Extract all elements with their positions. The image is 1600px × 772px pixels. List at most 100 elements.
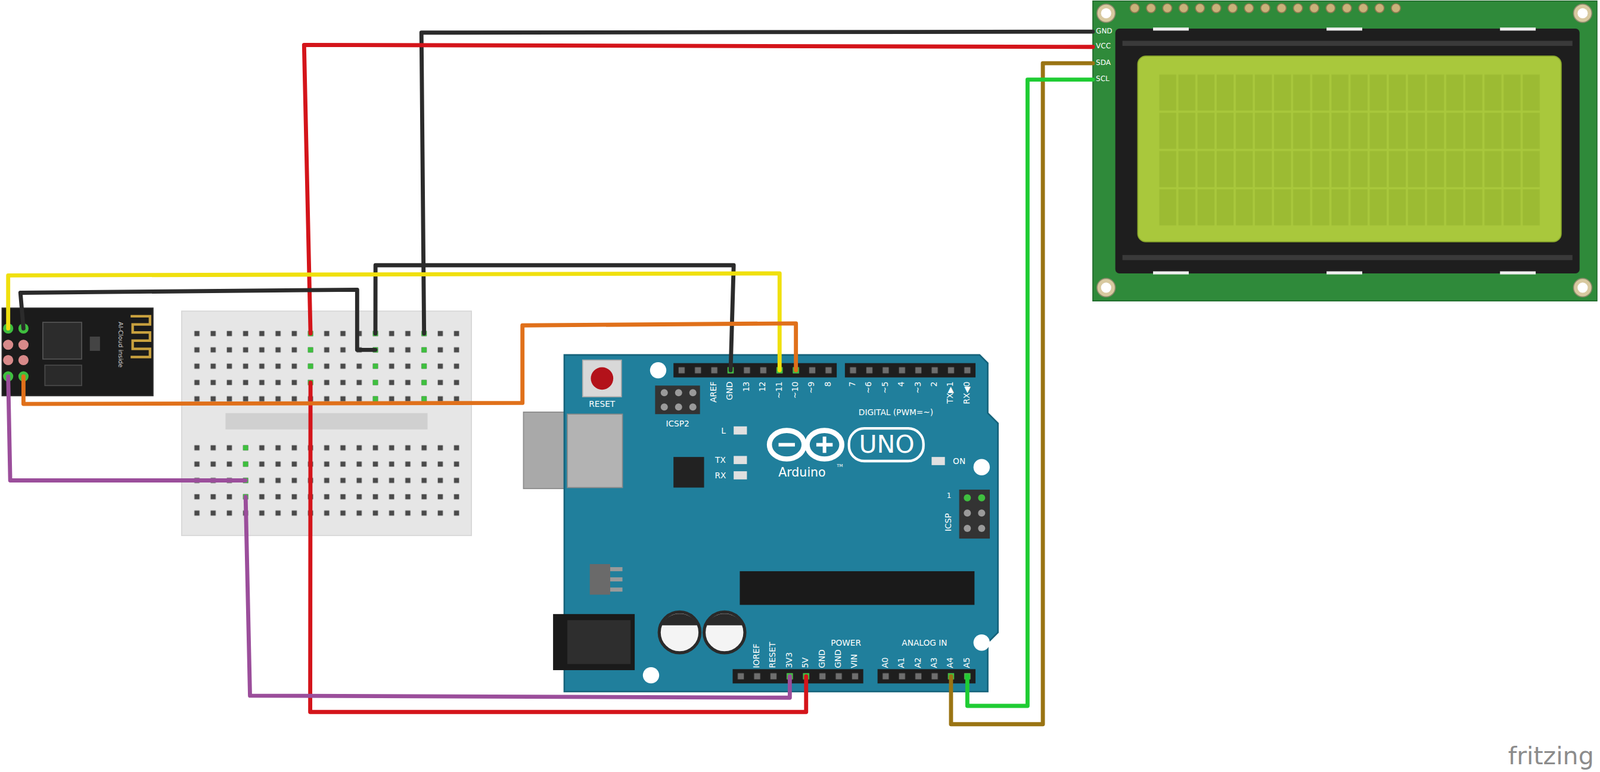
pin xyxy=(977,524,986,533)
part-text: GND xyxy=(1095,28,1113,36)
pin-label: TX xyxy=(715,457,726,466)
pin-label: ICSP xyxy=(945,513,954,532)
hole-lit xyxy=(308,347,314,353)
pin-label: A4 xyxy=(946,657,956,669)
pin-label: RESET xyxy=(588,401,615,410)
arduino-logo xyxy=(769,430,804,460)
connected-holes xyxy=(243,331,427,500)
mounting-hole xyxy=(1573,4,1592,23)
pin-label: ~6 xyxy=(865,381,874,394)
pin xyxy=(963,509,971,517)
pin xyxy=(1309,3,1319,13)
esp-chip xyxy=(42,322,82,360)
regulator xyxy=(589,564,611,595)
arduino-board xyxy=(564,355,999,692)
pin xyxy=(1293,3,1303,13)
pin xyxy=(1195,3,1205,13)
pin-label: L xyxy=(721,427,726,436)
mounting-hole xyxy=(973,459,990,476)
wire xyxy=(245,496,790,698)
pin xyxy=(675,403,683,411)
pin-label: TM xyxy=(836,464,843,469)
mounting-hole xyxy=(1577,282,1588,293)
wire xyxy=(20,289,376,350)
hole-lit xyxy=(373,396,379,402)
bezel-mark xyxy=(1499,27,1536,31)
pin xyxy=(660,403,669,411)
arduino-logo xyxy=(806,430,842,460)
bezel-mark xyxy=(1499,271,1536,275)
pin-label: RX◀0 xyxy=(962,381,972,405)
pin xyxy=(1244,3,1254,13)
pin xyxy=(1358,3,1368,13)
pin xyxy=(1129,3,1139,13)
pin-label: ~10 xyxy=(791,381,801,399)
pin-label: ~3 xyxy=(914,381,923,394)
pin-label: RX xyxy=(714,472,726,481)
pin xyxy=(660,389,669,397)
usb-chip xyxy=(673,457,704,488)
digital-header-pins xyxy=(673,363,837,378)
usb-connector xyxy=(523,412,623,489)
pin-label: GND xyxy=(818,649,827,669)
pin-label: A3 xyxy=(930,657,940,669)
pin-label: 7 xyxy=(849,381,858,387)
esp-pin xyxy=(18,339,29,350)
pin xyxy=(689,403,697,411)
part-module: GNDVCCSDASCL xyxy=(1092,0,1598,301)
pin-label: A5 xyxy=(962,657,972,669)
pin xyxy=(1391,3,1401,13)
led xyxy=(733,426,747,436)
dc-jack xyxy=(552,614,635,671)
wire xyxy=(310,382,807,713)
arduino-uno xyxy=(523,355,998,692)
part-module: AI-Cloud inside xyxy=(1,308,169,396)
wire xyxy=(303,44,1093,334)
lcd-bezel-bar xyxy=(1122,40,1573,46)
icsp-header xyxy=(959,489,990,539)
bezel-mark xyxy=(1326,271,1363,275)
part-text: SCL xyxy=(1095,76,1110,84)
mounting-hole xyxy=(1097,4,1116,23)
mounting-hole xyxy=(1573,278,1592,297)
pin xyxy=(1211,3,1221,13)
digital-header xyxy=(844,363,976,378)
pin-label: A1 xyxy=(898,657,907,669)
mounting-hole xyxy=(1101,8,1112,19)
part-text: UNO xyxy=(858,432,915,458)
pin xyxy=(1162,3,1172,13)
bezel-mark xyxy=(1153,271,1189,275)
pin-label: POWER xyxy=(830,640,862,649)
wire xyxy=(8,273,781,371)
esp-pin xyxy=(18,355,29,366)
pin xyxy=(1325,3,1335,13)
hole-lit xyxy=(373,380,379,386)
logo-minus xyxy=(778,443,795,447)
pin xyxy=(977,509,986,517)
pin-label: 2 xyxy=(930,381,940,387)
mounting-hole xyxy=(1101,282,1112,293)
lcd-pin-row xyxy=(1129,3,1401,13)
pin xyxy=(689,389,697,397)
pin-label: ~11 xyxy=(775,381,784,399)
esp-pin xyxy=(2,339,14,350)
pin-label: RESET xyxy=(769,642,778,669)
pin-label: A2 xyxy=(914,657,923,669)
pin-label: TX▶1 xyxy=(946,381,956,404)
breadboard-body xyxy=(181,311,472,536)
reset-button xyxy=(582,359,622,397)
microcontroller xyxy=(739,571,975,606)
regulator-leg xyxy=(610,567,623,572)
regulator-leg xyxy=(610,577,623,582)
mounting-hole xyxy=(642,667,660,684)
pin-label: 3V3 xyxy=(785,652,795,669)
lcd-board xyxy=(1092,1,1598,301)
pin-label: 4 xyxy=(898,381,907,387)
led xyxy=(733,455,747,465)
hole-lit xyxy=(243,461,249,468)
capacitor xyxy=(706,613,744,626)
part-text: AI-Cloud inside xyxy=(117,321,124,368)
lcd-bezel xyxy=(1115,28,1580,274)
reset-button xyxy=(590,367,614,390)
hole-lit xyxy=(421,380,427,386)
